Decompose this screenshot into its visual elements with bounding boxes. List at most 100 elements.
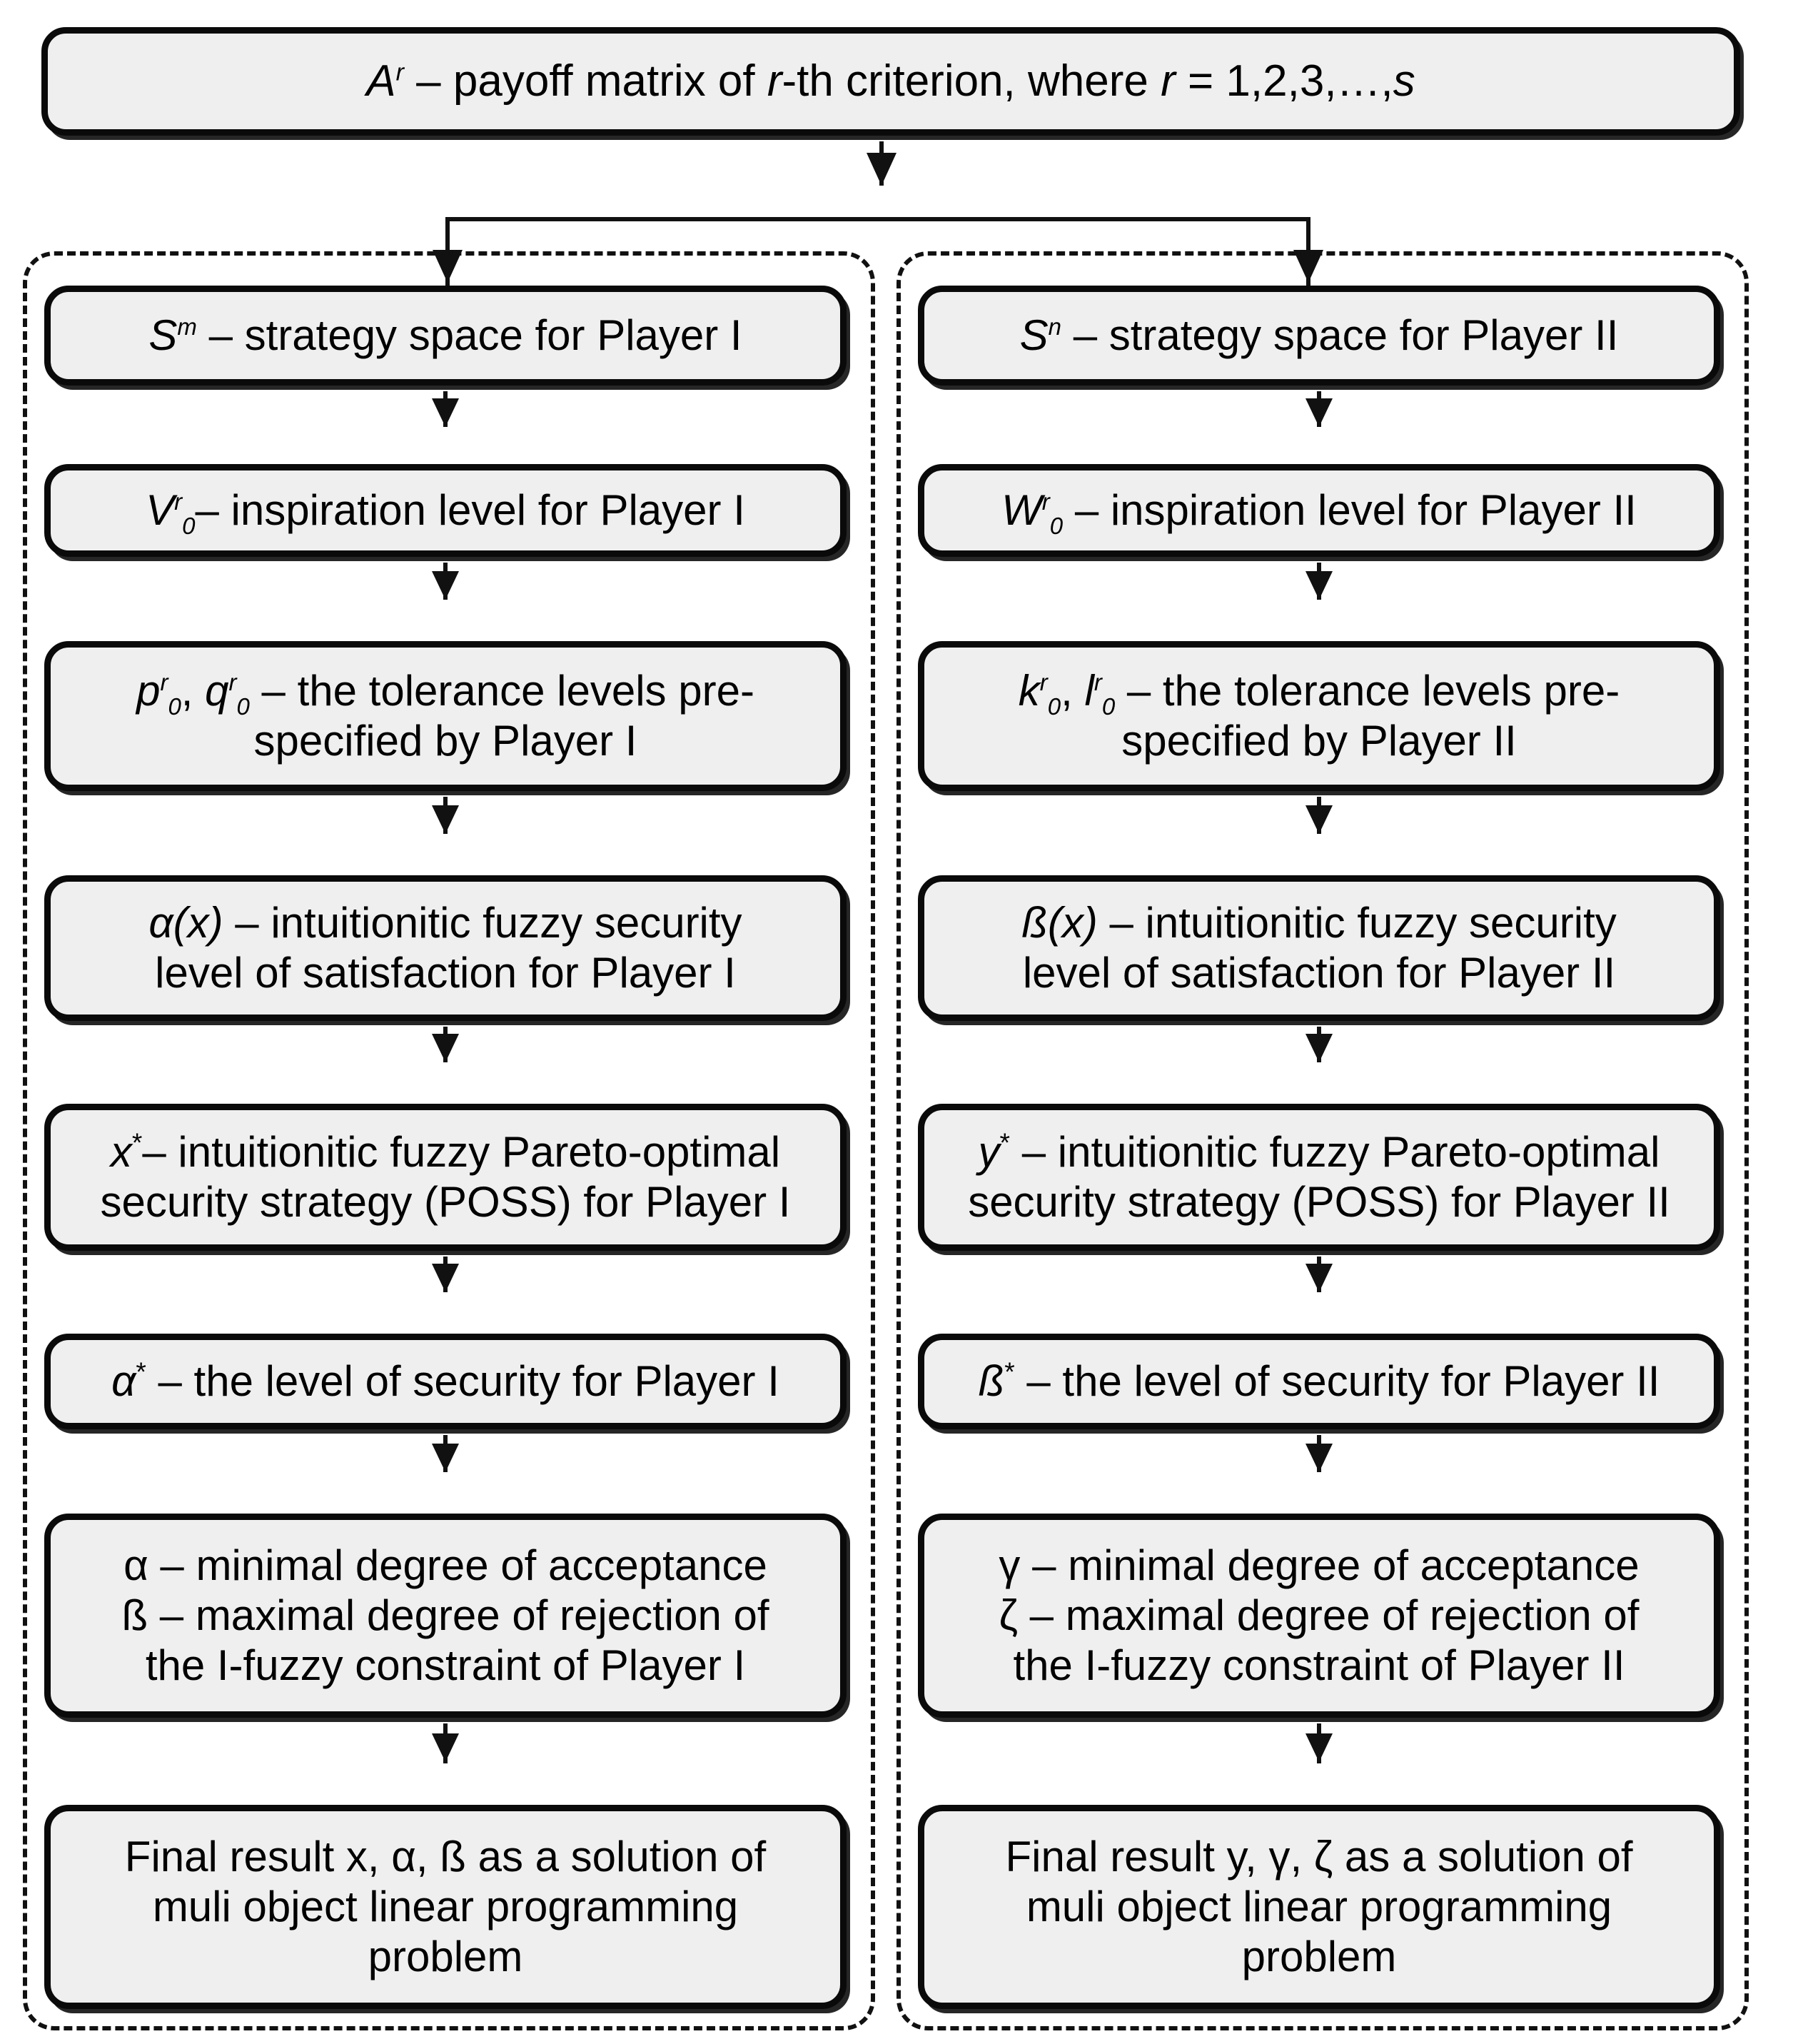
symbol-q: q xyxy=(205,666,229,715)
symbol-k: k xyxy=(1018,666,1040,715)
arrowhead-r3-r4 xyxy=(1305,805,1333,834)
player-i-poss-line-2: security strategy (POSS) for Player I xyxy=(100,1178,791,1226)
player-ii-final-line-3: problem xyxy=(1241,1933,1397,1981)
player-ii-inspiration-level-box: Wr0 – inspiration level for Player II xyxy=(918,464,1720,557)
title-text-1: – payoff matrix of xyxy=(403,56,767,106)
superscript-star: * xyxy=(1004,1356,1015,1386)
player-i-tolerance-line-1: – the tolerance levels pre- xyxy=(261,666,754,715)
superscript-r: r xyxy=(174,488,183,515)
player-ii-degrees-label: γ – minimal degree of acceptance ζ – max… xyxy=(937,1541,1701,1691)
player-i-inspiration-level-label: Vr0– inspiration level for Player I xyxy=(64,485,827,538)
player-i-degrees-line-1: α – minimal degree of acceptance xyxy=(123,1541,767,1589)
player-ii-degrees-box: γ – minimal degree of acceptance ζ – max… xyxy=(918,1514,1720,1718)
symbol-beta-x: ß(x) xyxy=(1021,898,1098,947)
symbol-W: W xyxy=(1001,485,1042,534)
payoff-matrix-label: Ar – payoff matrix of r-th criterion, wh… xyxy=(61,56,1721,108)
symbol-V: V xyxy=(146,485,175,534)
arrowhead-l7-l8 xyxy=(432,1733,459,1762)
arrowhead-l1-l2 xyxy=(432,398,459,427)
superscript-r: r xyxy=(160,668,168,695)
player-i-strategy-space-text: – strategy space for Player I xyxy=(208,311,742,359)
superscript-n: n xyxy=(1048,313,1062,340)
arrowhead-l6-l7 xyxy=(432,1444,459,1472)
player-ii-degrees-line-3: the I-fuzzy constraint of Player II xyxy=(1013,1641,1625,1690)
player-i-security-satisfaction-box: α(x) – intuitionitic fuzzy security leve… xyxy=(44,875,847,1021)
player-ii-strategy-space-text: – strategy space for Player II xyxy=(1073,311,1619,359)
symbol-x: x xyxy=(110,1127,132,1176)
arrowhead-l3-l4 xyxy=(432,805,459,834)
player-ii-poss-strategy-label: y* – intuitionitic fuzzy Pareto-optimal … xyxy=(937,1127,1701,1227)
player-i-inspiration-level-box: Vr0– inspiration level for Player I xyxy=(44,464,847,557)
player-ii-satisfaction-line-1: – intuitionitic fuzzy security xyxy=(1109,898,1617,947)
player-i-final-line-1: Final result x, α, ß as a solution of xyxy=(124,1832,767,1881)
player-ii-poss-strategy-box: y* – intuitionitic fuzzy Pareto-optimal … xyxy=(918,1104,1720,1251)
var-s: s xyxy=(1393,56,1415,106)
player-i-satisfaction-line-1: – intuitionitic fuzzy security xyxy=(235,898,742,947)
player-i-tolerance-levels-label: pr0, qr0 – the tolerance levels pre- spe… xyxy=(136,666,754,765)
player-ii-tolerance-line-2: specified by Player II xyxy=(1121,717,1517,765)
player-i-poss-line-1: – intuitionitic fuzzy Pareto-optimal xyxy=(142,1127,781,1176)
symbol-alpha-x: α(x) xyxy=(148,898,223,947)
player-ii-degrees-line-2: ζ – maximal degree of rejection of xyxy=(999,1591,1640,1639)
player-i-final-line-2: muli object linear programming xyxy=(152,1882,739,1930)
player-i-security-satisfaction-label: α(x) – intuitionitic fuzzy security leve… xyxy=(64,898,827,998)
player-i-degrees-label: α – minimal degree of acceptance ß – max… xyxy=(64,1541,827,1691)
player-i-degrees-line-2: ß – maximal degree of rejection of xyxy=(121,1591,769,1639)
superscript-r-2: r xyxy=(228,668,237,695)
subscript-0: 0 xyxy=(1049,512,1064,539)
arrowhead-l2-l3 xyxy=(432,571,459,600)
superscript-r: r xyxy=(1041,488,1050,515)
player-ii-degrees-line-1: γ – minimal degree of acceptance xyxy=(999,1541,1640,1589)
symbol-S: S xyxy=(1019,311,1049,359)
symbol-S: S xyxy=(148,311,178,359)
arrowhead-root-down xyxy=(867,153,897,186)
arrowhead-l4-l5 xyxy=(432,1034,459,1062)
superscript-r: r xyxy=(1039,668,1048,695)
player-i-strategy-space-box: Sm – strategy space for Player I xyxy=(44,286,847,386)
connector-split-bar xyxy=(445,217,1310,221)
player-i-tolerance-line-2: specified by Player I xyxy=(253,717,637,765)
player-i-poss-strategy-label: x*– intuitionitic fuzzy Pareto-optimal s… xyxy=(64,1127,827,1227)
title-text-2: -th criterion, where xyxy=(782,56,1161,106)
superscript-star: * xyxy=(999,1127,1011,1157)
superscript-m: m xyxy=(177,313,197,340)
player-ii-strategy-space-box: Sn – strategy space for Player II xyxy=(918,286,1720,386)
subscript-0: 0 xyxy=(168,693,181,720)
player-i-inspiration-level-text: – inspiration level for Player I xyxy=(195,485,745,534)
player-ii-tolerance-levels-label: kr0, lr0 – the tolerance levels pre- spe… xyxy=(1018,666,1620,765)
arrowhead-l5-l6 xyxy=(432,1264,459,1292)
superscript-star: * xyxy=(136,1356,146,1386)
player-i-tolerance-levels-box: pr0, qr0 – the tolerance levels pre- spe… xyxy=(44,641,847,791)
group-player-ii xyxy=(897,251,1749,2030)
player-ii-final-result-label: Final result y, γ, ζ as a solution of mu… xyxy=(937,1832,1701,1983)
subscript-0: 0 xyxy=(182,512,196,539)
superscript-star: * xyxy=(131,1127,143,1157)
symbol-y: y xyxy=(978,1127,1000,1176)
subscript-0: 0 xyxy=(1047,693,1061,720)
player-ii-inspiration-level-text: – inspiration level for Player II xyxy=(1074,485,1637,534)
superscript-r: r xyxy=(395,59,404,86)
arrowhead-r1-r2 xyxy=(1305,398,1333,427)
player-ii-level-of-security-box: ß* – the level of security for Player II xyxy=(918,1334,1720,1429)
player-i-poss-strategy-box: x*– intuitionitic fuzzy Pareto-optimal s… xyxy=(44,1104,847,1251)
player-ii-satisfaction-line-2: level of satisfaction for Player II xyxy=(1022,949,1616,997)
symbol-alpha: α xyxy=(111,1356,136,1405)
symbol-A: A xyxy=(366,56,396,106)
arrowhead-r6-r7 xyxy=(1305,1444,1333,1472)
var-r: r xyxy=(767,56,782,106)
player-ii-final-line-2: muli object linear programming xyxy=(1026,1882,1612,1930)
player-ii-inspiration-level-label: Wr0 – inspiration level for Player II xyxy=(937,485,1701,538)
subscript-0-2: 0 xyxy=(1101,693,1116,720)
player-i-level-of-security-text: – the level of security for Player I xyxy=(158,1356,779,1405)
arrowhead-r5-r6 xyxy=(1305,1264,1333,1292)
group-player-i xyxy=(23,251,875,2030)
player-ii-level-of-security-label: ß* – the level of security for Player II xyxy=(937,1356,1701,1406)
player-i-final-line-3: problem xyxy=(368,1933,523,1981)
arrowhead-r7-r8 xyxy=(1305,1733,1333,1762)
subscript-0-2: 0 xyxy=(236,693,250,720)
symbol-beta: ß xyxy=(978,1356,1005,1405)
player-ii-final-line-1: Final result y, γ, ζ as a solution of xyxy=(1005,1832,1633,1881)
player-i-final-result-box: Final result x, α, ß as a solution of mu… xyxy=(44,1805,847,2009)
player-i-satisfaction-line-2: level of satisfaction for Player I xyxy=(155,949,736,997)
